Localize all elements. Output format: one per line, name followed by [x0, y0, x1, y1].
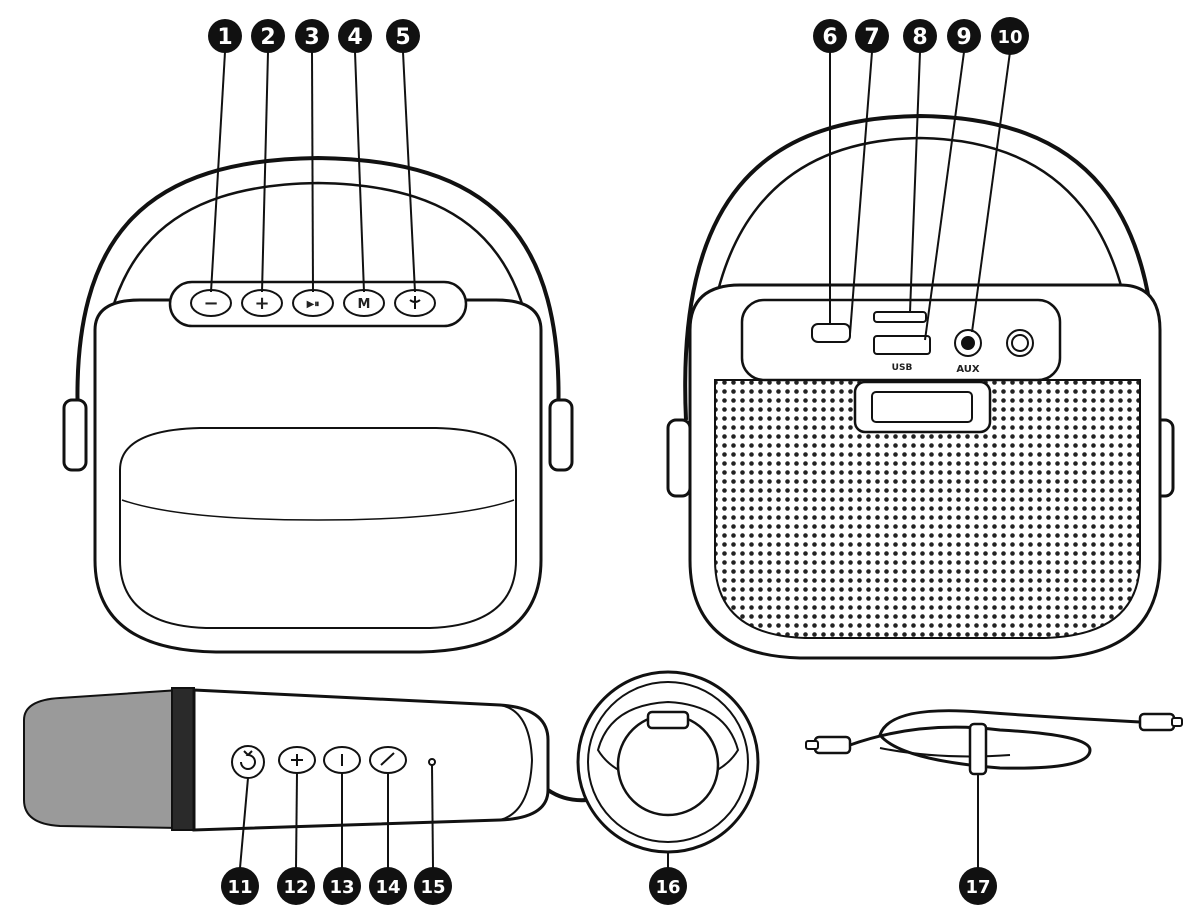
- callout-17: 17: [959, 867, 997, 905]
- mic-bottom-view: [576, 670, 760, 854]
- back-leader-lines: [829, 51, 1011, 341]
- type-c-port: [811, 323, 851, 343]
- callout-16: 16: [649, 867, 687, 905]
- svg-text:12: 12: [283, 877, 308, 898]
- callout-13: 13: [323, 867, 361, 905]
- callout-9: 9: [947, 19, 981, 53]
- callout-10: 10: [991, 17, 1029, 55]
- callout-7: 7: [855, 19, 889, 53]
- svg-text:14: 14: [375, 877, 400, 898]
- svg-text:6: 6: [822, 25, 837, 50]
- back-speaker: [666, 113, 1175, 660]
- usb-label: USB: [892, 363, 913, 373]
- callout-5: 5: [386, 19, 420, 53]
- svg-text:8: 8: [912, 25, 927, 50]
- mic-button-icon: [409, 296, 421, 309]
- callout-2: 2: [251, 19, 285, 53]
- callout-14: 14: [369, 867, 407, 905]
- svg-text:9: 9: [956, 25, 971, 50]
- callout-11: 11: [221, 867, 259, 905]
- plus-button-glyph: +: [254, 293, 269, 314]
- svg-text:4: 4: [347, 25, 362, 50]
- callouts: 1 2 3 4 5 6 7 8 9 10 11 12 13 14 15 16 1…: [208, 17, 1029, 905]
- usb-cable: [805, 709, 1183, 776]
- svg-text:3: 3: [304, 25, 319, 50]
- charging-port: [646, 710, 690, 730]
- usb-port: [873, 335, 931, 355]
- front-speaker: [62, 155, 574, 654]
- callout-15: 15: [414, 867, 452, 905]
- play-pause-button-glyph: ▶⏸: [307, 299, 320, 310]
- svg-text:17: 17: [965, 877, 990, 898]
- front-leader-lines: [210, 51, 416, 293]
- tf-card-slot: [873, 311, 927, 323]
- mode-button-glyph: M: [358, 297, 371, 312]
- svg-text:13: 13: [329, 877, 354, 898]
- svg-text:7: 7: [864, 25, 879, 50]
- callout-3: 3: [295, 19, 329, 53]
- svg-text:1: 1: [217, 25, 232, 50]
- minus-button-glyph: −: [203, 293, 218, 314]
- mic-leader-lines: [239, 764, 434, 869]
- callout-1: 1: [208, 19, 242, 53]
- callout-12: 12: [277, 867, 315, 905]
- svg-text:2: 2: [260, 25, 275, 50]
- svg-text:5: 5: [395, 25, 410, 50]
- svg-text:15: 15: [420, 877, 445, 898]
- callout-8: 8: [903, 19, 937, 53]
- callout-4: 4: [338, 19, 372, 53]
- aux-label: AUX: [956, 364, 980, 375]
- callout-6: 6: [813, 19, 847, 53]
- svg-text:11: 11: [227, 877, 252, 898]
- svg-text:16: 16: [655, 877, 680, 898]
- svg-text:10: 10: [997, 27, 1022, 48]
